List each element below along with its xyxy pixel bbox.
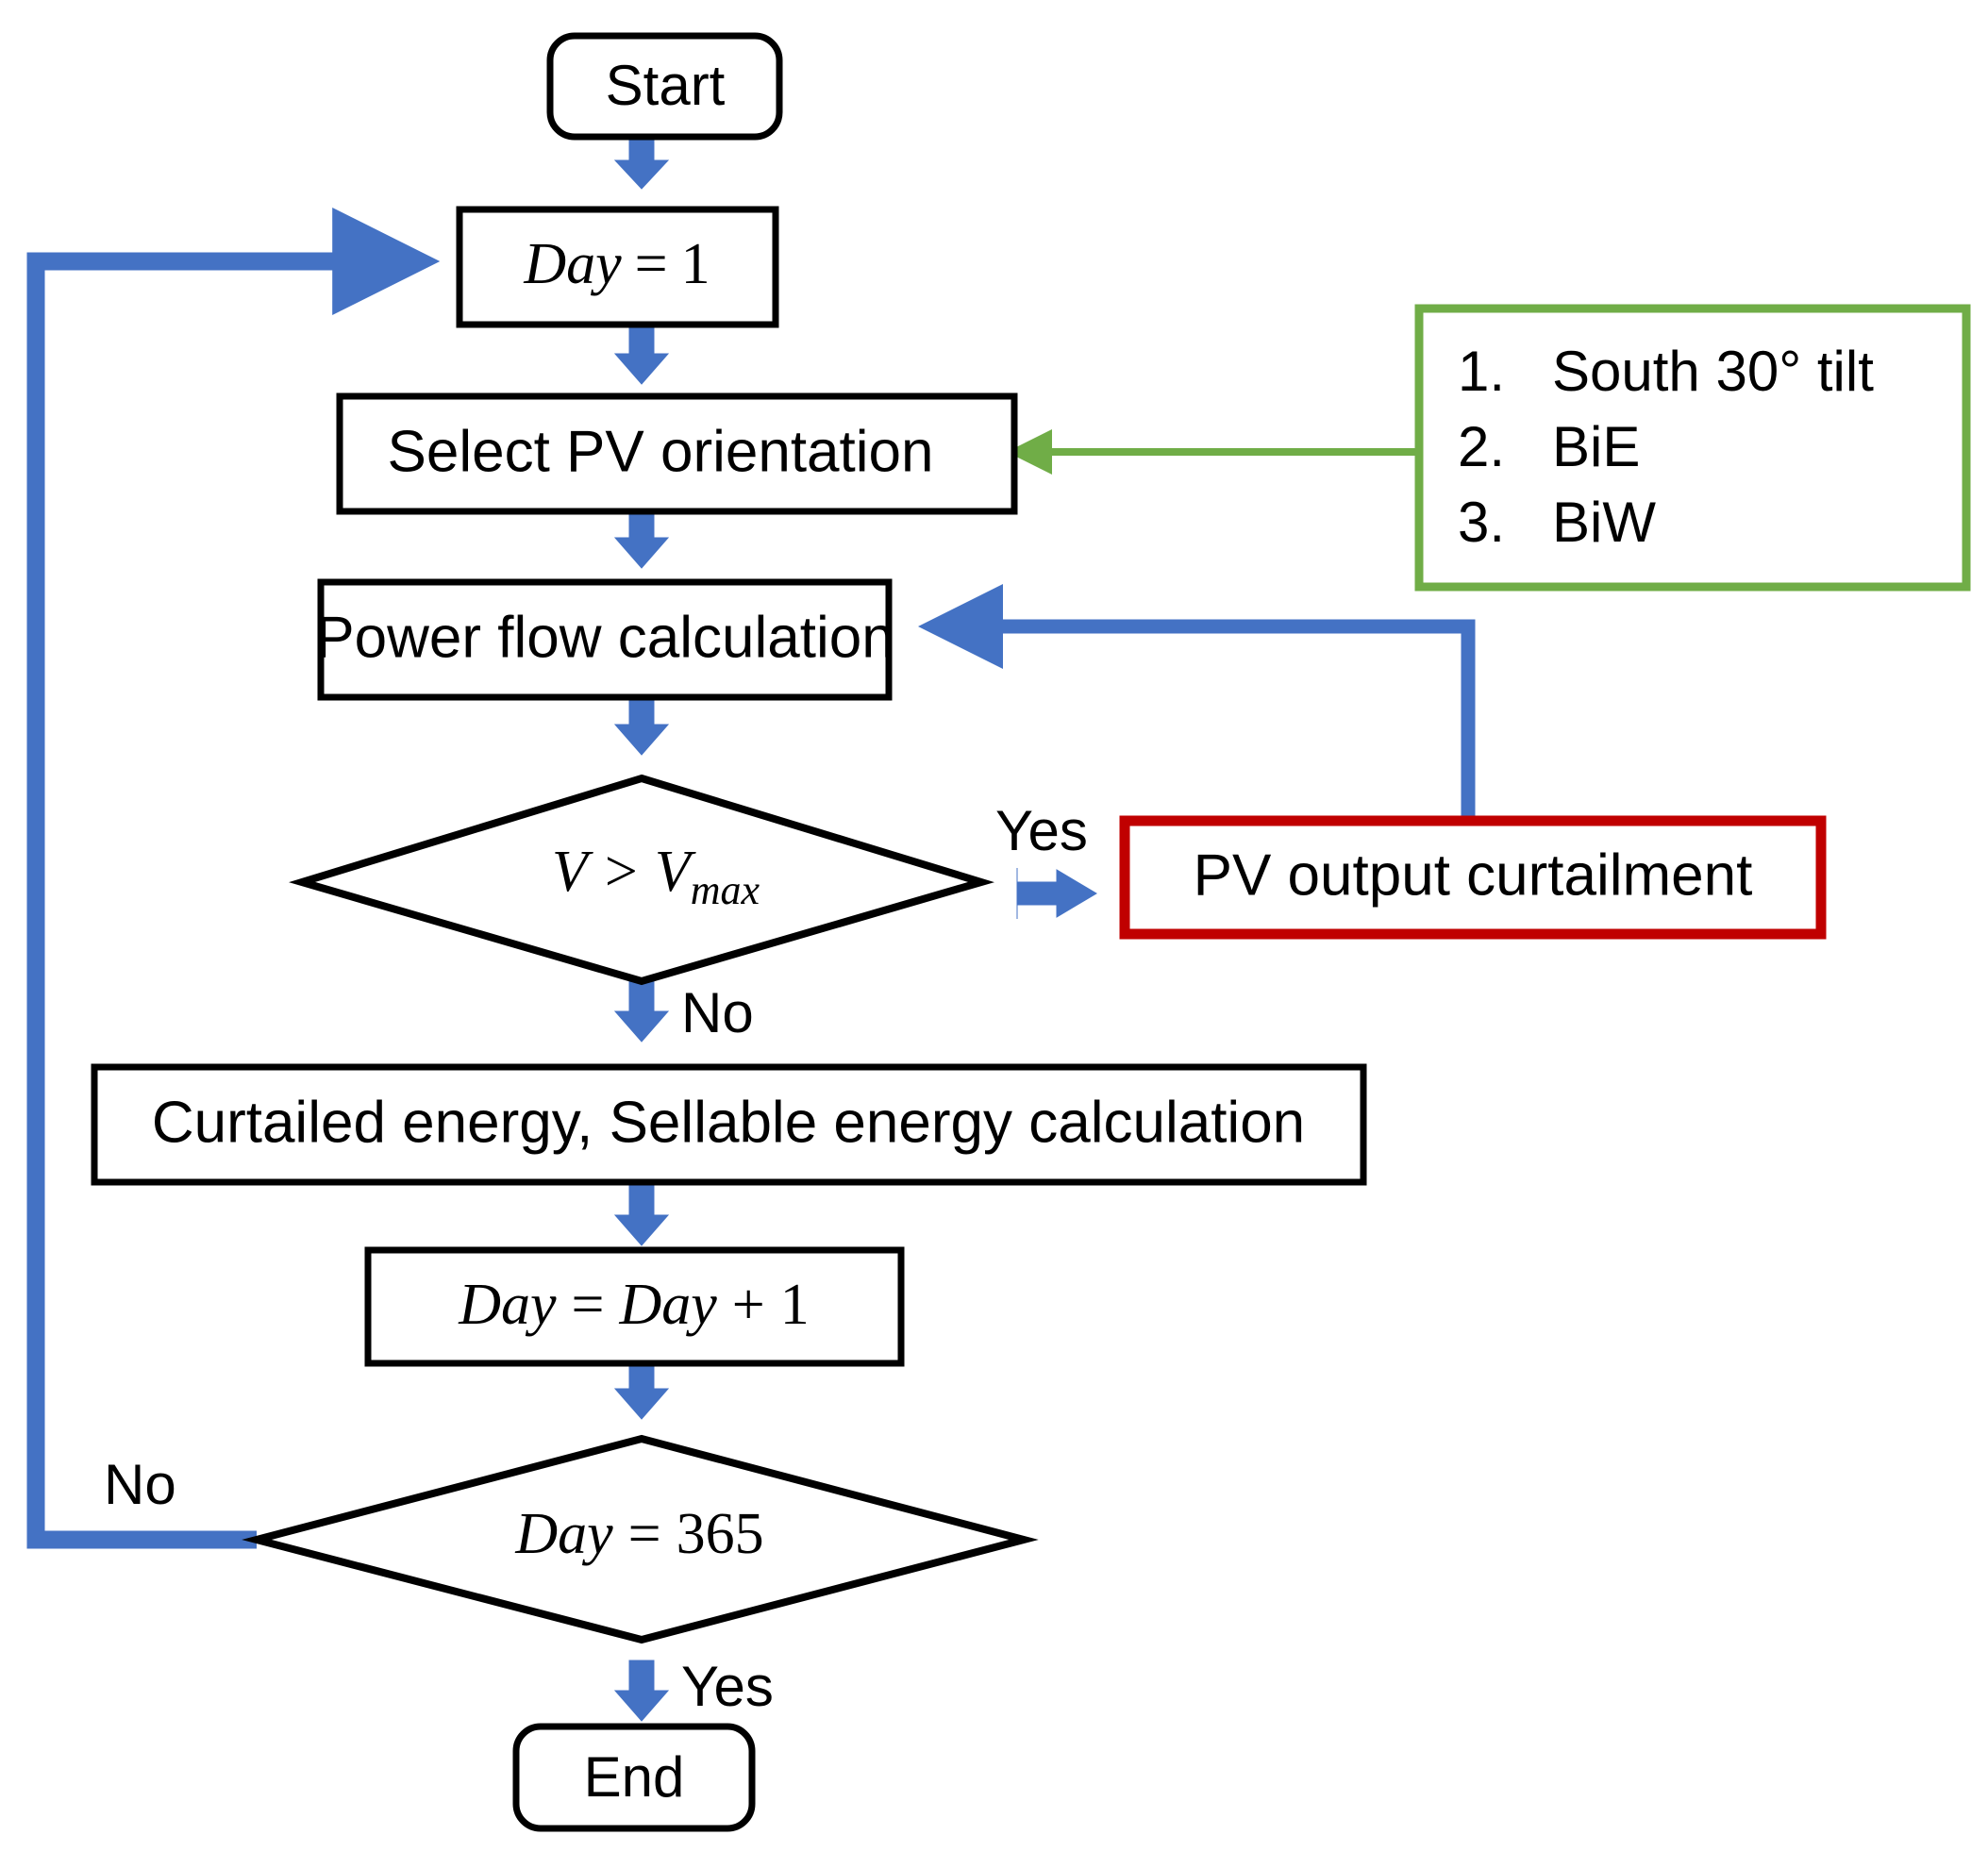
day-incr-label: Day=Day+1: [458, 1273, 810, 1337]
day-init-eq: =: [635, 232, 668, 296]
node-day-incr[interactable]: Day=Day+1: [364, 1246, 905, 1367]
v-max-subscript: max: [691, 867, 760, 913]
day-incr-shape: [364, 1246, 905, 1367]
day-incr-rhs: Day: [619, 1273, 718, 1337]
end-label: End: [584, 1745, 685, 1809]
orientation-option-2-label: BiE: [1552, 415, 1640, 478]
orientation-option-1-label: South 30° tilt: [1552, 340, 1874, 403]
v-symbol: V: [552, 840, 593, 904]
orientation-option-3-number: 3.: [1458, 491, 1505, 554]
day-init-shape: [456, 206, 779, 328]
day-incr-one: 1: [780, 1273, 810, 1337]
orientation-options-box[interactable]: 1. South 30° tilt 2. BiE 3. BiW: [1414, 304, 1971, 592]
connector-select-pv-to-power-flow: [613, 509, 670, 569]
day-check-rhs: 365: [677, 1502, 764, 1566]
connector-start-to-day-init: [613, 134, 670, 190]
node-power-flow[interactable]: Power flow calculation: [315, 578, 894, 701]
energy-calc-label: Curtailed energy, Sellable energy calcul…: [152, 1090, 1305, 1155]
day-init-rhs: 1: [681, 232, 710, 296]
day-check-no-label: No: [104, 1453, 176, 1516]
v-operator: >: [605, 840, 638, 904]
node-day-init[interactable]: Day=1: [456, 206, 779, 328]
curtailment-shape: [1119, 815, 1827, 940]
node-start[interactable]: Start: [546, 32, 783, 141]
connector-v-check-no: [613, 978, 670, 1043]
connector-day-init-to-select-pv: [613, 325, 670, 385]
connector-energy-calc-to-day-incr: [613, 1185, 670, 1246]
start-label: Start: [606, 54, 726, 117]
power-flow-shape: [317, 578, 893, 701]
day-check-eq: =: [628, 1502, 661, 1566]
node-end[interactable]: End: [512, 1723, 756, 1832]
node-energy-calc[interactable]: Curtailed energy, Sellable energy calcul…: [91, 1063, 1367, 1186]
day-incr-lhs: Day: [458, 1273, 557, 1337]
orientation-option-2-number: 2.: [1458, 415, 1505, 478]
day-init-lhs: Day: [523, 232, 622, 296]
v-check-no-label: No: [681, 981, 754, 1044]
node-day-check[interactable]: Day=365: [242, 1434, 1039, 1644]
node-curtailment[interactable]: PV output curtailment: [1119, 815, 1827, 940]
day-init-label: Day=1: [523, 232, 710, 296]
select-pv-shape: [336, 392, 1018, 515]
select-pv-label: Select PV orientation: [387, 419, 933, 484]
connector-v-check-yes: [1016, 868, 1097, 919]
day-check-yes-label: Yes: [681, 1655, 774, 1718]
end-shape: [512, 1723, 756, 1832]
start-shape: [546, 32, 783, 141]
orientation-option-3-label: BiW: [1552, 491, 1656, 554]
v-max-base: V: [655, 840, 696, 904]
connector-curtailment-to-power-flow: [917, 584, 1476, 823]
v-check-label: V>Vmax: [552, 840, 760, 913]
connector-day-incr-to-day-check: [613, 1360, 670, 1420]
day-incr-eq: =: [572, 1273, 605, 1337]
node-select-pv[interactable]: Select PV orientation: [336, 392, 1018, 515]
power-flow-label: Power flow calculation: [315, 605, 894, 670]
v-check-yes-label: Yes: [995, 799, 1088, 862]
connector-day-check-no-loop: [26, 208, 441, 1549]
node-v-check[interactable]: V>Vmax: [289, 774, 994, 986]
day-check-label: Day=365: [514, 1502, 763, 1566]
orientation-option-1-number: 1.: [1458, 340, 1505, 403]
orientation-options-shape: [1414, 304, 1971, 592]
day-check-shape: [242, 1434, 1039, 1644]
curtailment-label: PV output curtailment: [1194, 843, 1753, 908]
day-incr-plus: +: [732, 1273, 765, 1337]
connector-power-flow-to-v-check: [613, 695, 670, 756]
day-check-lhs: Day: [514, 1502, 613, 1566]
connector-day-check-yes: [613, 1660, 670, 1722]
energy-calc-shape: [91, 1063, 1367, 1186]
v-check-shape: [289, 774, 994, 986]
